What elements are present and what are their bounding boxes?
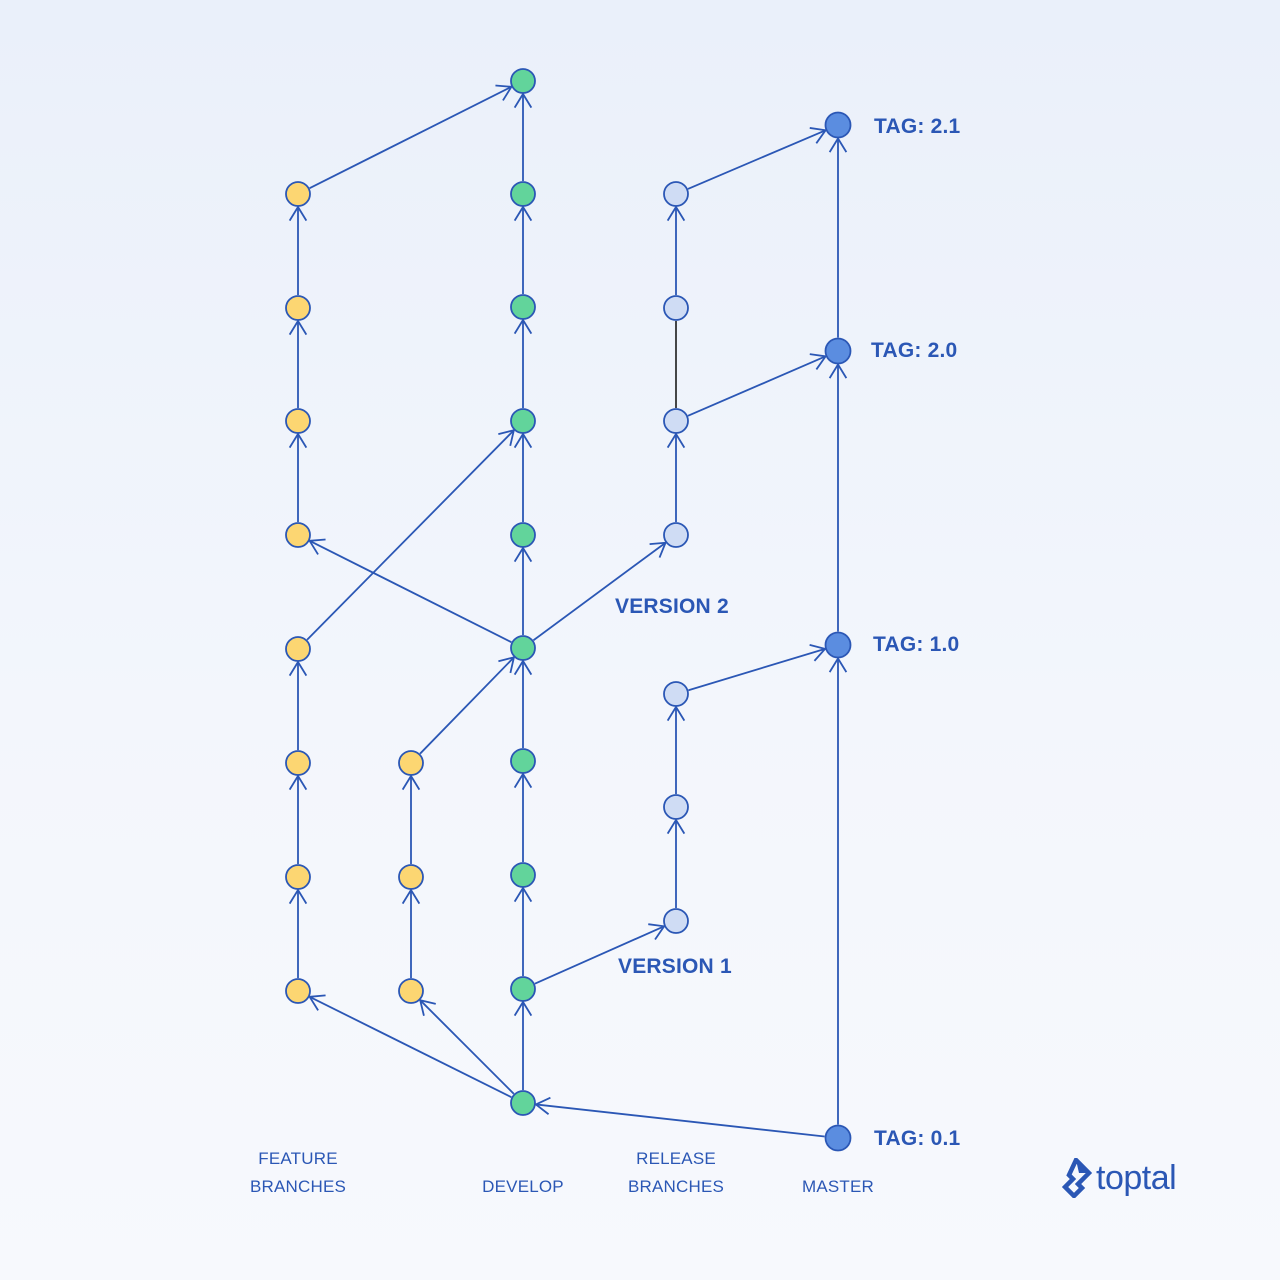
edge-fa4-fa5 <box>288 432 308 522</box>
master-label: MASTER <box>801 1177 875 1196</box>
edge-r0-r1 <box>666 818 686 908</box>
edge-fa1-fa2 <box>288 774 308 864</box>
edge-r3-r4 <box>666 432 686 522</box>
release-commit-node-r2 <box>663 681 689 707</box>
edge-r2-m1 <box>688 643 827 692</box>
edge-d6-d7 <box>513 318 533 408</box>
feature-branches-column-label: FEATURE BRANCHES <box>250 1145 346 1201</box>
edge-d4-d5 <box>513 546 533 635</box>
edge-r6-m3 <box>687 127 828 190</box>
edge-r5-r6 <box>666 205 686 295</box>
develop-commit-node-d2 <box>510 862 536 888</box>
version-2-label: VERSION 2 <box>615 595 729 618</box>
edge-r1-r2 <box>666 705 686 794</box>
master-commit-node-m1 <box>824 631 852 659</box>
feature-commit-node-fb1 <box>398 864 424 890</box>
feature-commit-node-fa0 <box>285 978 311 1004</box>
edge-fa2-fa3 <box>288 660 308 750</box>
toptal-logo: toptal <box>1062 1158 1177 1198</box>
develop-commit-node-d6 <box>510 408 536 434</box>
develop-commit-node-d7 <box>510 294 536 320</box>
feature-commit-node-fa2 <box>285 750 311 776</box>
master-commit-node-m3 <box>824 111 852 139</box>
edge-d0-d1 <box>513 1000 533 1090</box>
feature-commit-node-fa4 <box>285 522 311 548</box>
release-commit-node-r5 <box>663 295 689 321</box>
edge-fa6-fa7 <box>288 205 308 295</box>
release-commit-node-r3 <box>663 522 689 548</box>
develop-label: DEVELOP <box>482 1177 564 1196</box>
release-commit-node-r0 <box>663 908 689 934</box>
edge-d7-d8 <box>513 205 533 294</box>
edge-d2-d3 <box>513 772 533 862</box>
master-column-label: MASTER <box>802 1173 874 1201</box>
nodes-layer <box>285 68 852 1152</box>
edge-d3-d4 <box>513 659 533 748</box>
tag-label-1-0: TAG: 1.0 <box>873 633 960 656</box>
develop-commit-node-d3 <box>510 748 536 774</box>
edge-fa5-fa6 <box>288 319 308 408</box>
edge-d8-d9 <box>513 92 533 181</box>
edge-d0-fa0 <box>308 994 512 1099</box>
edge-fb0-fb1 <box>401 888 421 978</box>
edge-fb2-d4 <box>419 656 516 755</box>
tag-label-0-1: TAG: 0.1 <box>874 1127 961 1150</box>
edge-d5-d6 <box>513 432 533 522</box>
edge-fb1-fb2 <box>401 774 421 864</box>
feature-label-line-1: FEATURE <box>258 1149 338 1168</box>
feature-commit-node-fa3 <box>285 636 311 662</box>
feature-commit-node-fa5 <box>285 408 311 434</box>
edge-m1-m2 <box>828 362 848 632</box>
feature-label-line-2: BRANCHES <box>249 1177 347 1196</box>
release-commit-node-r4 <box>663 408 689 434</box>
release-label-line-2: BRANCHES <box>627 1177 725 1196</box>
develop-commit-node-d1 <box>510 976 536 1002</box>
edge-m2-m3 <box>828 136 848 338</box>
toptal-logo-text: toptal <box>1096 1158 1177 1197</box>
master-commit-node-m0 <box>824 1124 852 1152</box>
edge-d1-r0 <box>534 923 666 985</box>
edge-d4-fa4 <box>308 538 512 643</box>
toptal-logo-icon <box>1062 1158 1092 1198</box>
develop-commit-node-d8 <box>510 181 536 207</box>
release-branches-column-label: RELEASE BRANCHES <box>628 1145 724 1201</box>
edge-d4-r3 <box>532 541 667 642</box>
release-label-line-1: RELEASE <box>636 1149 716 1168</box>
release-commit-node-r1 <box>663 794 689 820</box>
feature-commit-node-fa1 <box>285 864 311 890</box>
master-commit-node-m2 <box>824 337 852 365</box>
edges-layer <box>288 84 848 1138</box>
release-commit-node-r6 <box>663 181 689 207</box>
edge-d1-d2 <box>513 886 533 976</box>
feature-commit-node-fb2 <box>398 750 424 776</box>
edge-fa3-d6 <box>306 429 516 641</box>
edge-fa0-fa1 <box>288 888 308 978</box>
edge-m0-m1 <box>828 656 848 1125</box>
feature-commit-node-fa7 <box>285 181 311 207</box>
feature-commit-node-fb0 <box>398 978 424 1004</box>
edge-r4-m2 <box>687 353 828 417</box>
develop-commit-node-d0 <box>510 1090 536 1116</box>
develop-commit-node-d9 <box>510 68 536 94</box>
develop-commit-node-d4 <box>510 635 536 661</box>
edge-fa7-d9 <box>309 84 513 189</box>
develop-column-label: DEVELOP <box>482 1173 564 1201</box>
edge-d0-fb0 <box>418 998 515 1095</box>
tag-label-2-1: TAG: 2.1 <box>874 115 961 138</box>
develop-commit-node-d5 <box>510 522 536 548</box>
tag-label-2-0: TAG: 2.0 <box>871 339 958 362</box>
version-1-label: VERSION 1 <box>618 955 732 978</box>
edge-m0-d0 <box>534 1096 825 1138</box>
feature-commit-node-fa6 <box>285 295 311 321</box>
